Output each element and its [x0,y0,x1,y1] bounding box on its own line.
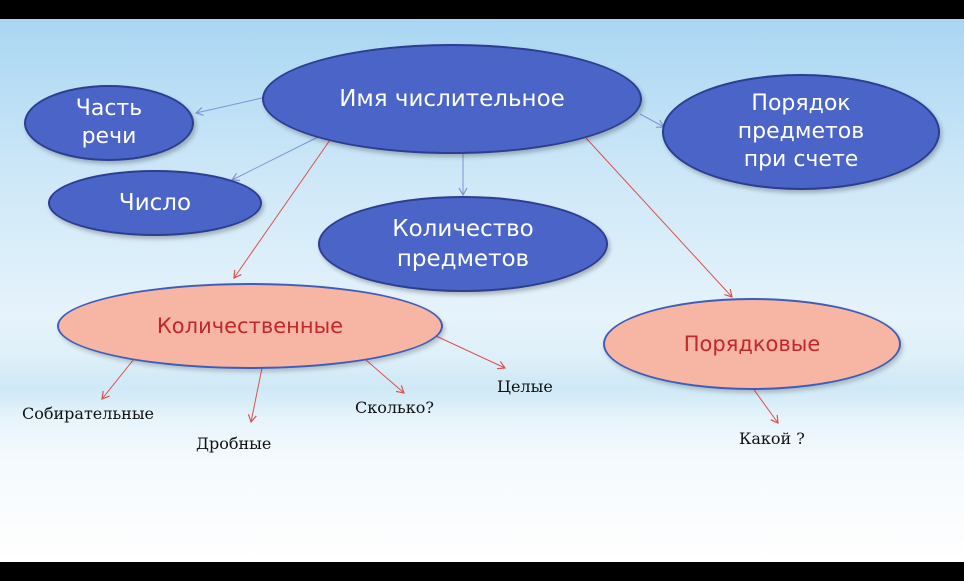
leaf-which: Какой ? [739,429,805,448]
leaf-how-many: Сколько? [355,398,434,417]
link-root-part-of-speech [194,97,263,116]
node-quantity: Количество предметов [318,196,608,292]
link-root-number [230,136,319,182]
node-quantity-label: Количество предметов [392,216,534,272]
node-cardinal-label: Количественные [156,314,344,338]
node-order: Порядок предметов при счете [662,74,940,190]
node-part-of-speech-label: Часть речи [75,96,143,149]
leaf-whole: Целые [497,377,553,396]
leaf-collective: Собирательные [22,404,155,423]
node-root-label: Имя числительное [339,86,565,112]
node-number-label: Число [118,190,192,216]
link-root-order [639,113,666,128]
node-root: Имя числительное [262,44,642,154]
node-ordinal-label: Порядковые [683,332,821,356]
node-ordinal: Порядковые [603,298,901,390]
connector-lines [101,97,779,424]
link-root-cardinal [233,139,331,279]
link-ordinal-which [751,386,779,424]
node-number: Число [48,170,262,236]
link-cardinal-how-many [365,359,405,394]
node-cardinal: Количественные [57,283,443,369]
link-root-ordinal [585,137,733,298]
link-cardinal-whole [435,335,507,370]
slide: Имя числительное Часть речи Число Количе… [0,19,964,562]
leaf-fractional: Дробные [196,434,272,453]
link-cardinal-fractional [247,367,263,424]
node-order-label: Порядок предметов при счете [737,91,865,172]
node-part-of-speech: Часть речи [24,85,194,161]
link-cardinal-collective [101,353,139,400]
